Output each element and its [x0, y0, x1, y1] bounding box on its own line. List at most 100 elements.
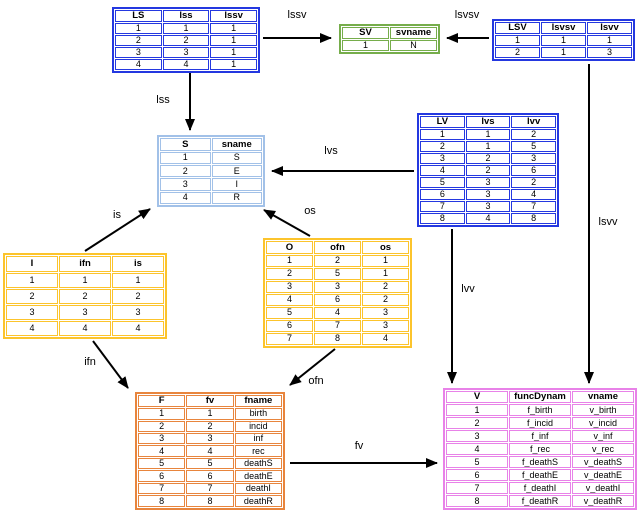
- table-cell: 5: [138, 457, 186, 470]
- arrow-label-lsvsv: lsvsv: [454, 9, 480, 21]
- table-cell: 3: [160, 178, 211, 191]
- table-cell: 1: [112, 272, 164, 288]
- table-cell: f_rec: [509, 443, 571, 456]
- table-cell: deathS: [234, 457, 282, 470]
- table-cell: 3: [587, 46, 632, 58]
- table-cell: 3: [112, 304, 164, 320]
- table-cell: 2: [6, 288, 58, 304]
- table-cell: 8: [138, 495, 186, 507]
- table-cell: 6: [186, 470, 234, 482]
- table-cell: 2: [186, 420, 234, 432]
- table-cell: 3: [186, 432, 234, 445]
- table-cell: 4: [112, 320, 164, 336]
- column-header: F: [138, 395, 186, 408]
- table-cell: 5: [511, 140, 556, 152]
- table-cell: v_deathE: [572, 469, 634, 482]
- column-header: ofn: [314, 241, 361, 254]
- table-cell: 4: [266, 293, 313, 306]
- table-cell: 3: [266, 280, 313, 293]
- column-header: fname: [234, 395, 282, 408]
- table-cell: 1: [115, 22, 162, 34]
- arrow-os: [263, 209, 311, 237]
- table-cell: 3: [465, 188, 511, 200]
- table-cell: inf: [234, 432, 282, 445]
- table-cell: 6: [314, 293, 361, 306]
- table-cell: f_deathE: [509, 469, 571, 482]
- column-header: SV: [342, 27, 389, 39]
- arrow-label-fv: fv: [354, 440, 364, 452]
- table-cell: 8: [446, 495, 508, 507]
- arrow-label-os: os: [304, 205, 316, 217]
- table-cell: 7: [420, 200, 465, 212]
- table-cell: 2: [138, 420, 186, 432]
- table-cell: 8: [420, 212, 465, 224]
- table-cell: 6: [446, 469, 508, 482]
- table-cell: 3: [162, 46, 210, 58]
- column-header: LSV: [495, 22, 540, 34]
- table-cell: 7: [511, 200, 556, 212]
- table-cell: v_deathR: [572, 495, 634, 507]
- table-cell: 1: [266, 254, 313, 267]
- table-cell: 4: [420, 164, 465, 176]
- table-cell: 8: [314, 332, 361, 345]
- table-cell: E: [211, 165, 262, 178]
- arrow-label-lsvv: lsvv: [598, 216, 618, 228]
- table-cell: 4: [59, 320, 111, 336]
- table-cell: 2: [266, 267, 313, 280]
- table-cell: 4: [465, 212, 511, 224]
- table-cell: 3: [115, 46, 162, 58]
- column-header: lvs: [465, 116, 511, 128]
- table-cell: 1: [420, 128, 465, 140]
- table-cell: 5: [420, 176, 465, 188]
- table-cell: 1: [465, 128, 511, 140]
- arrow-ifn: [92, 340, 129, 389]
- table-cell: 4: [446, 443, 508, 456]
- table-cell: 7: [186, 482, 234, 495]
- table-cell: 1: [160, 151, 211, 165]
- table-cell: 4: [6, 320, 58, 336]
- arrow-label-lvv: lvv: [461, 283, 475, 295]
- table-cell: 3: [59, 304, 111, 320]
- table-cell: 1: [465, 140, 511, 152]
- table-cell: 3: [362, 319, 409, 332]
- table-cell: 3: [420, 152, 465, 164]
- column-header: lssv: [210, 10, 257, 22]
- table-cell: 3: [314, 280, 361, 293]
- table-cell: 2: [160, 165, 211, 178]
- table-cell: 3: [446, 430, 508, 443]
- table-cell: 1: [495, 34, 540, 46]
- table-cell: 1: [210, 22, 257, 34]
